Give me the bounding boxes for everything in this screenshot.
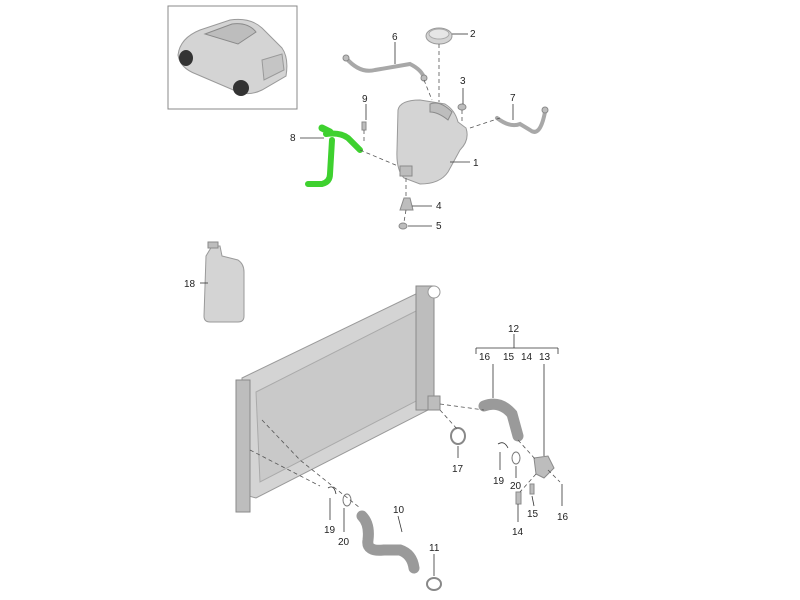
part-radiator — [235, 285, 441, 513]
callout-14-bottom: 14 — [512, 527, 524, 538]
part-clip-19-left — [327, 486, 337, 495]
callout-19-left: 19 — [324, 525, 336, 536]
callout-7: 7 — [510, 93, 516, 104]
part-coolant-bottle — [203, 241, 245, 323]
callout-19-right: 19 — [493, 476, 505, 487]
callout-14-top: 14 — [521, 352, 533, 363]
part-expansion-tank — [396, 99, 468, 185]
callout-3: 3 — [460, 76, 466, 87]
callout-15-bottom: 15 — [527, 509, 539, 520]
part-lower-hose-10 — [356, 510, 420, 574]
callout-11: 11 — [429, 543, 440, 554]
part-upper-hose-16 — [478, 398, 524, 442]
part-15 — [529, 483, 535, 495]
callout-12: 12 — [508, 324, 520, 335]
callout-2: 2 — [470, 29, 476, 40]
part-14 — [515, 491, 522, 505]
callout-20-left: 20 — [338, 537, 350, 548]
callout-20-right: 20 — [510, 481, 522, 492]
callout-6: 6 — [392, 32, 398, 43]
callout-9: 9 — [362, 94, 368, 105]
part-9 — [361, 121, 367, 131]
part-cap — [425, 27, 453, 45]
part-thermostat-13 — [533, 455, 555, 479]
leader-lines — [200, 33, 563, 576]
callout-5: 5 — [436, 221, 442, 232]
callout-17: 17 — [452, 464, 464, 475]
callout-10: 10 — [393, 505, 405, 516]
part-clamp-11 — [426, 577, 442, 591]
callout-8: 8 — [290, 133, 296, 144]
part-oring-20-left — [342, 493, 352, 507]
callout-4: 4 — [436, 201, 442, 212]
callout-1: 1 — [473, 158, 479, 169]
part-17-clamp — [450, 427, 466, 445]
part-clip-19-right — [497, 442, 509, 449]
part-hose-7 — [495, 106, 549, 134]
part-vent-hose-6 — [342, 54, 428, 82]
part-hose-8-highlighted — [305, 124, 363, 187]
callout-15-top: 15 — [503, 352, 515, 363]
part-4 — [399, 197, 414, 211]
assembly-lines — [249, 44, 561, 509]
part-oring-20-right — [511, 451, 521, 465]
vehicle-thumbnail — [167, 5, 298, 110]
part-5 — [398, 222, 408, 230]
part-3 — [457, 103, 467, 111]
callout-13: 13 — [539, 352, 551, 363]
callout-18: 18 — [184, 279, 196, 290]
callout-16-bottom: 16 — [557, 512, 569, 523]
callout-16-top: 16 — [479, 352, 491, 363]
